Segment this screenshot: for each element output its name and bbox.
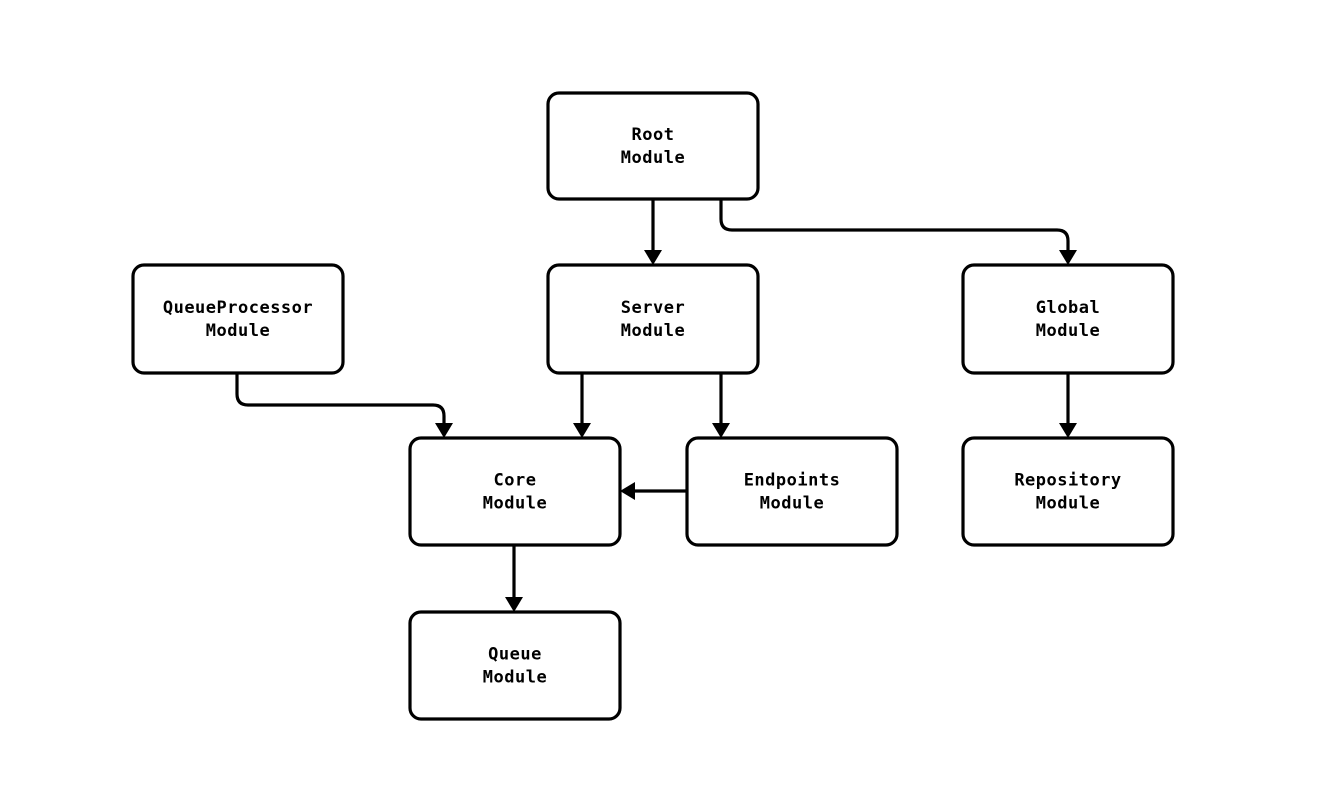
edge-line [719,199,1070,254]
arrowhead-icon [620,482,635,500]
node-label-primary: Root [632,125,675,145]
node-label-primary: Server [621,298,685,318]
arrowhead-icon [712,423,730,438]
node-label-secondary: Module [206,321,270,341]
edge-server-to-core [573,373,591,438]
node-label-primary: Core [494,471,537,491]
edges-layer [235,199,1077,612]
node-box[interactable] [961,263,1175,375]
node-box[interactable] [546,91,760,201]
node-box[interactable] [546,263,760,375]
edge-endpoints-to-core [620,482,687,500]
arrowhead-icon [573,423,591,438]
node-label-primary: Global [1036,298,1100,318]
node-label-secondary: Module [1036,321,1100,341]
arrowhead-icon [644,250,662,265]
node-label-primary: Repository [1014,471,1121,491]
node-box[interactable] [685,436,899,547]
node-label-primary: Queue [488,645,542,665]
arrowhead-icon [1059,250,1077,265]
arrowhead-icon [1059,423,1077,438]
node-label-secondary: Module [760,494,824,514]
edge-root-to-server [644,199,662,265]
edge-root-to-global [719,199,1077,265]
edge-global-to-repository [1059,373,1077,438]
node-label-primary: QueueProcessor [163,298,313,318]
node-box[interactable] [961,436,1175,547]
node-label-secondary: Module [621,321,685,341]
node-label-secondary: Module [483,494,547,514]
node-label-secondary: Module [621,148,685,168]
arrowhead-icon [435,423,453,438]
edge-core-to-queue [505,545,523,612]
node-box[interactable] [408,436,622,547]
node-box[interactable] [131,263,345,375]
edge-line [235,373,446,427]
node-label-secondary: Module [483,668,547,688]
node-label-secondary: Module [1036,494,1100,514]
arrowhead-icon [505,597,523,612]
edge-server-to-endpoints [712,373,730,438]
node-label-primary: Endpoints [744,471,841,491]
node-box[interactable] [408,610,622,721]
edge-queueprocessor-to-core [235,373,453,438]
nodes-layer: RootModuleQueueProcessorModuleServerModu… [131,91,1175,721]
